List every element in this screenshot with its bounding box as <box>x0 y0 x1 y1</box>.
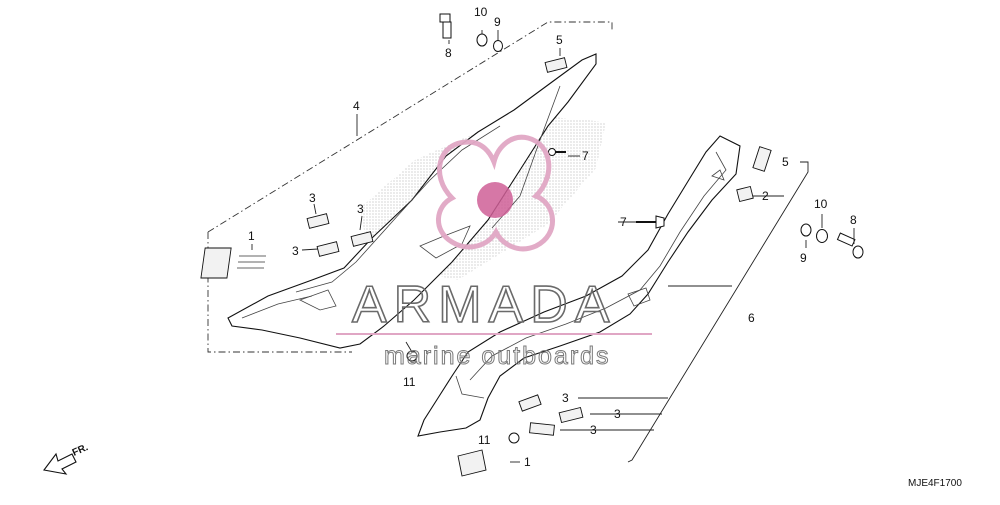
callout-left-8: 8 <box>445 46 452 60</box>
left-cushion-a[interactable] <box>306 213 330 229</box>
front-arrow-icon <box>43 452 77 475</box>
left-cover-edge <box>241 295 313 319</box>
left-emblem-pad[interactable] <box>200 247 232 279</box>
callout-right-3c: 3 <box>590 423 597 437</box>
callout-left-7: 7 <box>582 149 589 163</box>
callout-left-3b: 3 <box>357 202 364 216</box>
left-clip[interactable] <box>548 148 567 156</box>
callout-right-7: 7 <box>620 215 627 229</box>
callout-left-9: 9 <box>494 15 501 29</box>
left-cushion-top[interactable] <box>544 57 568 73</box>
right-cushion-c[interactable] <box>529 422 555 436</box>
right-bolt[interactable] <box>836 232 864 259</box>
watermark-brand: ARMADA <box>352 276 616 334</box>
right-side-cover[interactable] <box>417 135 741 437</box>
callout-left-5: 5 <box>556 33 563 47</box>
left-cover-bracket <box>419 225 471 259</box>
callout-right-3b: 3 <box>614 407 621 421</box>
right-leader-lines <box>618 214 855 248</box>
callout-left-4: 4 <box>353 99 360 113</box>
front-direction-arrow: FR. <box>43 442 90 475</box>
right-grommet[interactable] <box>508 432 520 444</box>
watermark-logo-icon <box>436 134 555 252</box>
callout-left-1: 1 <box>248 229 255 243</box>
left-grommet[interactable] <box>406 350 418 362</box>
callout-right-2: 2 <box>762 189 769 203</box>
left-cushion-c[interactable] <box>350 231 374 247</box>
front-direction-label: FR. <box>71 442 90 459</box>
callout-right-1: 1 <box>524 455 531 469</box>
left-leader-lines <box>251 30 580 251</box>
left-cover-contour <box>295 125 501 293</box>
left-side-cover[interactable] <box>227 53 597 349</box>
left-side-cover-group <box>200 13 613 362</box>
callout-right-11: 11 <box>478 433 491 447</box>
watermark-tagline: marine outboards <box>384 342 611 370</box>
right-collar[interactable] <box>800 223 812 237</box>
callout-right-10: 10 <box>814 197 828 211</box>
callout-right-3a: 3 <box>562 391 569 405</box>
watermark: ARMADA marine outboards <box>336 134 652 371</box>
right-cushion-a[interactable] <box>518 394 542 412</box>
callout-right-5: 5 <box>782 155 789 169</box>
right-cushion-2[interactable] <box>736 185 754 203</box>
callout-right-8: 8 <box>850 213 857 227</box>
callout-left-3c: 3 <box>292 244 299 258</box>
right-clip[interactable] <box>636 215 665 229</box>
right-cushion-b[interactable] <box>558 406 584 424</box>
callout-right-6: 6 <box>748 311 755 325</box>
right-cover-notch <box>711 169 725 181</box>
diagram-code: MJE4F1700 <box>908 478 962 489</box>
callout-right-9: 9 <box>800 251 807 265</box>
right-cover-tail <box>455 375 485 399</box>
right-cushion-top[interactable] <box>752 146 772 172</box>
left-group-boundary-top <box>207 21 613 233</box>
right-side-cover-group <box>417 135 864 477</box>
callout-left-11: 11 <box>403 375 416 389</box>
left-collar[interactable] <box>493 40 503 52</box>
right-cover-mount <box>627 287 651 307</box>
callout-labels: 4 5 8 10 9 7 1 3 3 3 11 5 2 7 10 8 9 6 3… <box>248 5 857 469</box>
left-cushion-b[interactable] <box>316 241 340 257</box>
right-emblem-pad[interactable] <box>457 449 487 477</box>
right-group-bracket <box>627 161 809 463</box>
callout-left-3a: 3 <box>309 191 316 205</box>
right-washer[interactable] <box>816 229 828 243</box>
left-bolt[interactable] <box>439 13 452 39</box>
callout-left-10: 10 <box>474 5 488 19</box>
left-cover-recess <box>298 289 337 311</box>
left-washer[interactable] <box>476 33 488 47</box>
